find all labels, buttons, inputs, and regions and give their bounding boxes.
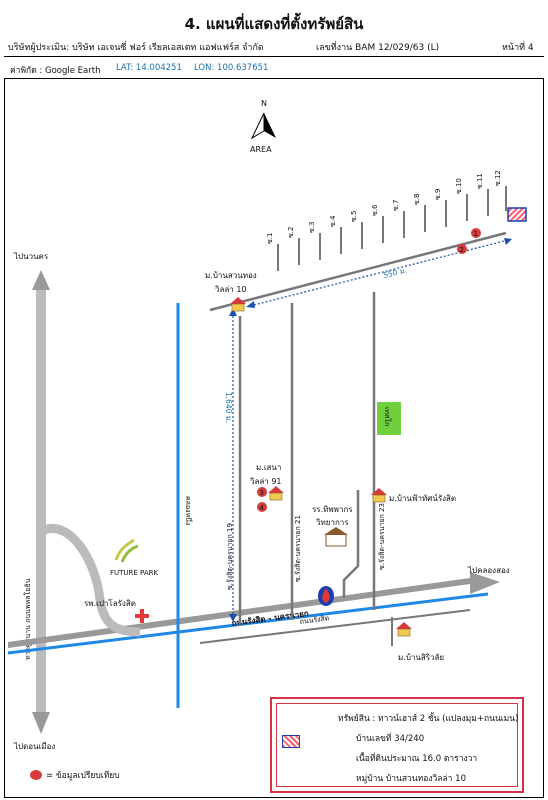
village-sena-label-2: วิลล่า 91: [249, 477, 281, 486]
comparable-marker: 1: [471, 228, 481, 238]
distance-line-horizontal: [249, 239, 509, 307]
area-label: AREA: [250, 145, 272, 154]
svg-text:3: 3: [260, 489, 264, 497]
job-number: เลขที่งาน BAM 12/029/63 (L): [316, 43, 440, 53]
comparable-marker: 2: [457, 244, 467, 254]
soi-label: ซ.9: [434, 189, 442, 200]
soi-label: ซ.8: [413, 194, 421, 205]
soi-label: ซ.4: [329, 215, 337, 227]
village-siri-label: ม.บ้านสิริวลัย: [398, 653, 444, 662]
soi-23-label: ซ.รังสิต-นครนายก 23: [378, 503, 386, 570]
direction-east: ไปคลองสอง: [467, 566, 510, 575]
mall-label: FUTURE PARK: [110, 569, 158, 577]
page-title: 4. แผนที่แสดงที่ตั้งทรัพย์สิน: [184, 15, 364, 33]
direction-north: ไปนวนคร: [13, 252, 49, 261]
legend-house-no: บ้านเลขที่ 34/240: [356, 734, 425, 744]
legend-area: เนื้อที่ดินประมาณ 16.0 ตารางวา: [356, 754, 478, 764]
soi-labels: ซ.1 ซ.2 ซ.3 ซ.4 ซ.5 ซ.6 ซ.7 ซ.8 ซ.9 ซ.10…: [266, 170, 502, 244]
soi-19-label: ซ.รังสิต-นครนายก 19: [226, 523, 234, 590]
soi-label: ซ.10: [455, 178, 463, 194]
soi-branches: [277, 186, 507, 271]
main-road-label-2: ถนนรังสิต: [299, 614, 330, 626]
appraiser-company: บริษัทผู้ประเมิน: บริษัท เอเจนซี่ ฟอร์ เ…: [8, 43, 264, 53]
soi-label: ซ.11: [476, 173, 484, 189]
legend-village: หมู่บ้าน บ้านสวนทองวิลล่า 10: [356, 774, 466, 784]
school-road: [342, 490, 360, 598]
school-icon: [324, 527, 348, 547]
coordinate-bar: ค่าพิกัด : Google Earth LAT: 14.004251 L…: [4, 62, 544, 76]
svg-text:4: 4: [260, 504, 265, 512]
header-rule: [4, 56, 544, 57]
comparable-legend-icon: [30, 770, 42, 780]
hospital-label: รพ.เปาโลรังสิต: [84, 598, 136, 608]
legend-property: ทรัพย์สิน : ทาวน์เฮาส์ 2 ชั้น (แปลงมุม+ถ…: [338, 714, 519, 724]
comparable-marker: 3: [257, 487, 267, 497]
soi-label: ซ.1: [266, 233, 274, 244]
page-number: หน้าที่ 4: [502, 43, 534, 53]
distance-label-horizontal: 550 ม.: [382, 265, 407, 280]
left-highway: [32, 270, 50, 734]
village-top-label: ม.บ้านสวนทอง: [205, 271, 257, 280]
coord-source: ค่าพิกัด : Google Earth: [10, 66, 101, 76]
soi-21-label: ซ.รังสิต-นครนายก 21: [294, 515, 302, 582]
direction-south: ไปดอนเมือง: [13, 742, 55, 751]
property-legend: ทรัพย์สิน : ทาวน์เฮาส์ 2 ชั้น (แปลงมุม+ถ…: [270, 697, 524, 793]
soi-label: ซ.7: [392, 200, 400, 211]
distance-label-vertical: 1,640 ม.: [224, 392, 233, 423]
svg-text:1: 1: [474, 230, 478, 238]
park-label: เทสโก: [383, 407, 392, 426]
village-rangsit-house-icon: [371, 488, 387, 503]
property-swatch-icon: [282, 735, 300, 748]
village-sena-house-icon: [268, 486, 284, 501]
futurepark-access-road: [42, 523, 141, 637]
comparable-legend-text: = ข้อมูลเปรียบเทียบ: [46, 771, 120, 781]
coord-lat: LAT: 14.004251: [116, 63, 182, 73]
school-label-2: วิทยาการ: [315, 518, 349, 527]
north-arrow-icon: [250, 112, 276, 140]
village-rangsit-label: ม.บ้านฟ้าทัศน์รังสิต: [389, 493, 456, 503]
future-park-logo: [114, 538, 139, 563]
soi-label: ซ.3: [308, 222, 316, 233]
gas-station-icon: [318, 586, 334, 606]
soi-label: ซ.12: [494, 170, 502, 186]
svg-text:2: 2: [460, 246, 464, 254]
village-main-road: [209, 231, 507, 312]
main-road: [7, 572, 500, 655]
comparable-marker: 4: [257, 502, 267, 512]
soi-label: ซ.2: [287, 227, 295, 238]
left-highway-label: ทางคู่ขนาน ถนนพหลโยธิน: [23, 578, 32, 660]
village-siri-house-icon: [396, 622, 412, 637]
hospital-cross-icon: [135, 609, 149, 623]
park-area: [377, 402, 401, 435]
soi-label: ซ.6: [371, 204, 379, 216]
map-frame: [4, 78, 544, 798]
coord-lon: LON: 100.637651: [194, 63, 269, 73]
north-label: N: [261, 99, 267, 108]
village-top-label-2: วิลล่า 10: [214, 285, 246, 294]
canal-label: คลองหนึ่ง: [184, 496, 193, 525]
school-label: รร.ทิพพากร: [312, 505, 353, 514]
subject-property-marker: [507, 207, 527, 222]
soi-label: ซ.5: [350, 211, 358, 222]
village-sena-label: ม.เสนา: [256, 463, 281, 472]
village-top-house-icon: [230, 297, 246, 312]
